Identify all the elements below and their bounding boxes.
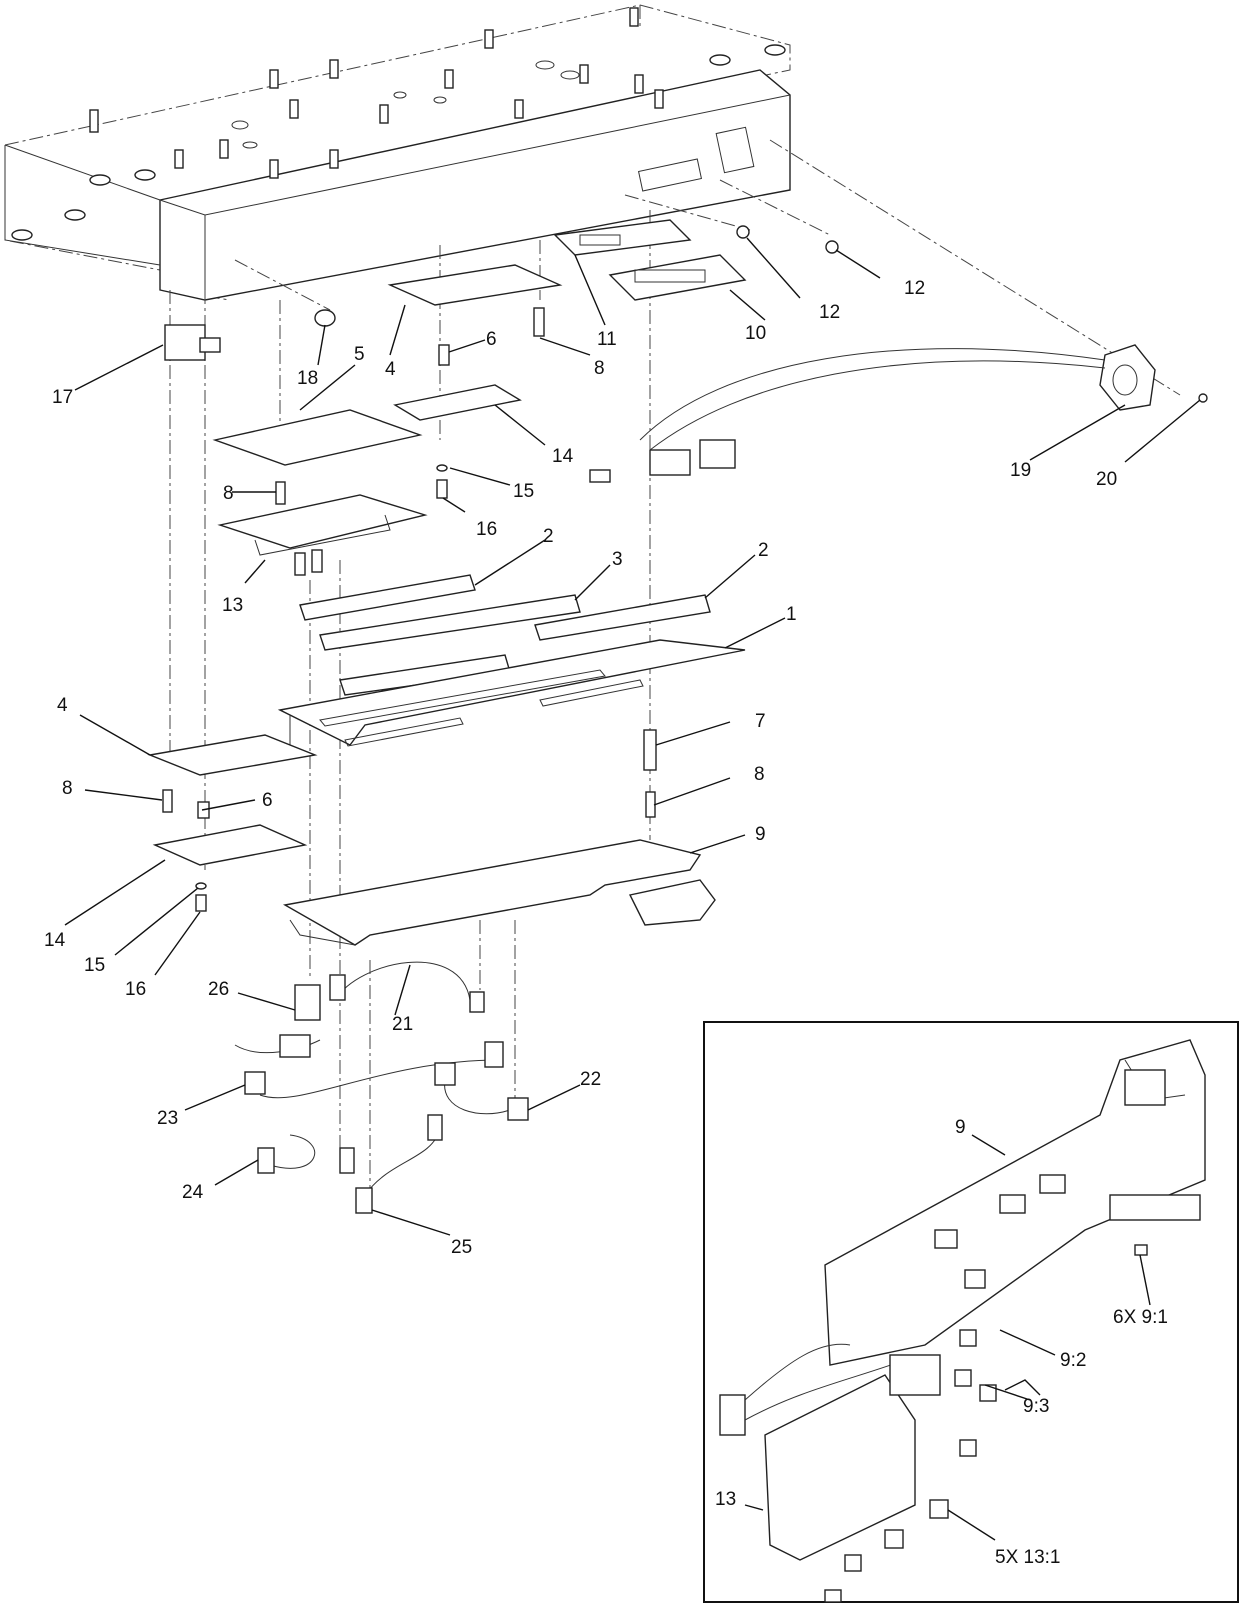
callout-22: 22	[580, 1069, 601, 1090]
insulator-14-left	[152, 824, 308, 866]
detail-callout-9-1: 6X 9:1	[1113, 1307, 1168, 1328]
callout-11: 11	[597, 329, 617, 350]
terminal-strip-2-left	[299, 574, 476, 621]
detail-main-board	[824, 1039, 1206, 1366]
detail-inset: 9 9:2 9:3 6X 9:1 13 5X 13:1	[703, 1021, 1239, 1603]
cover-plate-5	[212, 409, 423, 466]
callout-8: 8	[223, 483, 234, 504]
callout-24: 24	[182, 1182, 204, 1203]
screw-12	[736, 225, 839, 254]
callout-15: 15	[84, 955, 105, 976]
bezel-10	[608, 254, 747, 301]
detail-leaders	[744, 1134, 1151, 1541]
terminal-strip-3	[319, 594, 581, 651]
callout-3: 3	[612, 549, 623, 570]
detail-control-board	[719, 1329, 997, 1603]
callout-25: 25	[451, 1237, 472, 1258]
detail-callout-9-2: 9:2	[1060, 1350, 1086, 1371]
callout-12: 12	[904, 278, 925, 299]
terminal-strip-2-right	[534, 594, 711, 641]
callout-8: 8	[62, 778, 73, 799]
chassis-holes	[231, 60, 580, 149]
callout-17: 17	[52, 387, 73, 408]
detail-callout-9-3: 9:3	[1023, 1396, 1049, 1417]
callout-13: 13	[222, 595, 243, 616]
callout-4: 4	[57, 695, 68, 716]
callout-5: 5	[354, 344, 365, 365]
callout-15: 15	[513, 481, 534, 502]
callout-8: 8	[754, 764, 765, 785]
callout-12: 12	[819, 302, 840, 323]
callout-18: 18	[297, 368, 318, 389]
gasket-11	[553, 219, 692, 256]
detail-callout-13: 13	[715, 1489, 736, 1510]
hardware-fasteners	[162, 307, 657, 912]
detail-callout-9: 9	[955, 1117, 966, 1138]
leader-lines	[64, 237, 1201, 1236]
callout-10: 10	[745, 323, 766, 344]
control-board-13	[217, 494, 428, 576]
callout-21: 21	[392, 1014, 413, 1035]
detail-callout-13-1: 5X 13:1	[995, 1547, 1061, 1568]
cover-plate-4-left	[147, 734, 318, 776]
callout-14: 14	[44, 930, 66, 951]
callout-8: 8	[594, 358, 605, 379]
callout-labels: 1 2 2 3 4 4 5 6 6 7 8 8 8 8 9 10 11 12 1…	[44, 278, 1117, 1258]
callout-26: 26	[208, 979, 229, 1000]
cover-plate-4-top	[387, 264, 563, 306]
chassis-bracket	[4, 4, 791, 301]
callout-2: 2	[543, 526, 554, 547]
callout-4: 4	[385, 359, 396, 380]
callout-6: 6	[262, 790, 273, 811]
callout-16: 16	[476, 519, 497, 540]
standoff-posts	[89, 7, 664, 179]
callout-19: 19	[1010, 460, 1031, 481]
callout-9: 9	[755, 824, 766, 845]
callout-16: 16	[125, 979, 146, 1000]
insulator-14-top	[393, 384, 522, 421]
callout-23: 23	[157, 1108, 178, 1129]
harnesses	[234, 961, 529, 1214]
callout-2: 2	[758, 540, 769, 561]
callout-7: 7	[755, 711, 766, 732]
callout-1: 1	[786, 604, 797, 625]
callout-6: 6	[486, 329, 497, 350]
main-board-9	[282, 839, 716, 946]
callout-14: 14	[552, 446, 574, 467]
connector-19	[589, 344, 1208, 483]
callout-20: 20	[1096, 469, 1117, 490]
corner-nuts	[11, 44, 786, 241]
mounting-plate-1	[277, 639, 746, 760]
